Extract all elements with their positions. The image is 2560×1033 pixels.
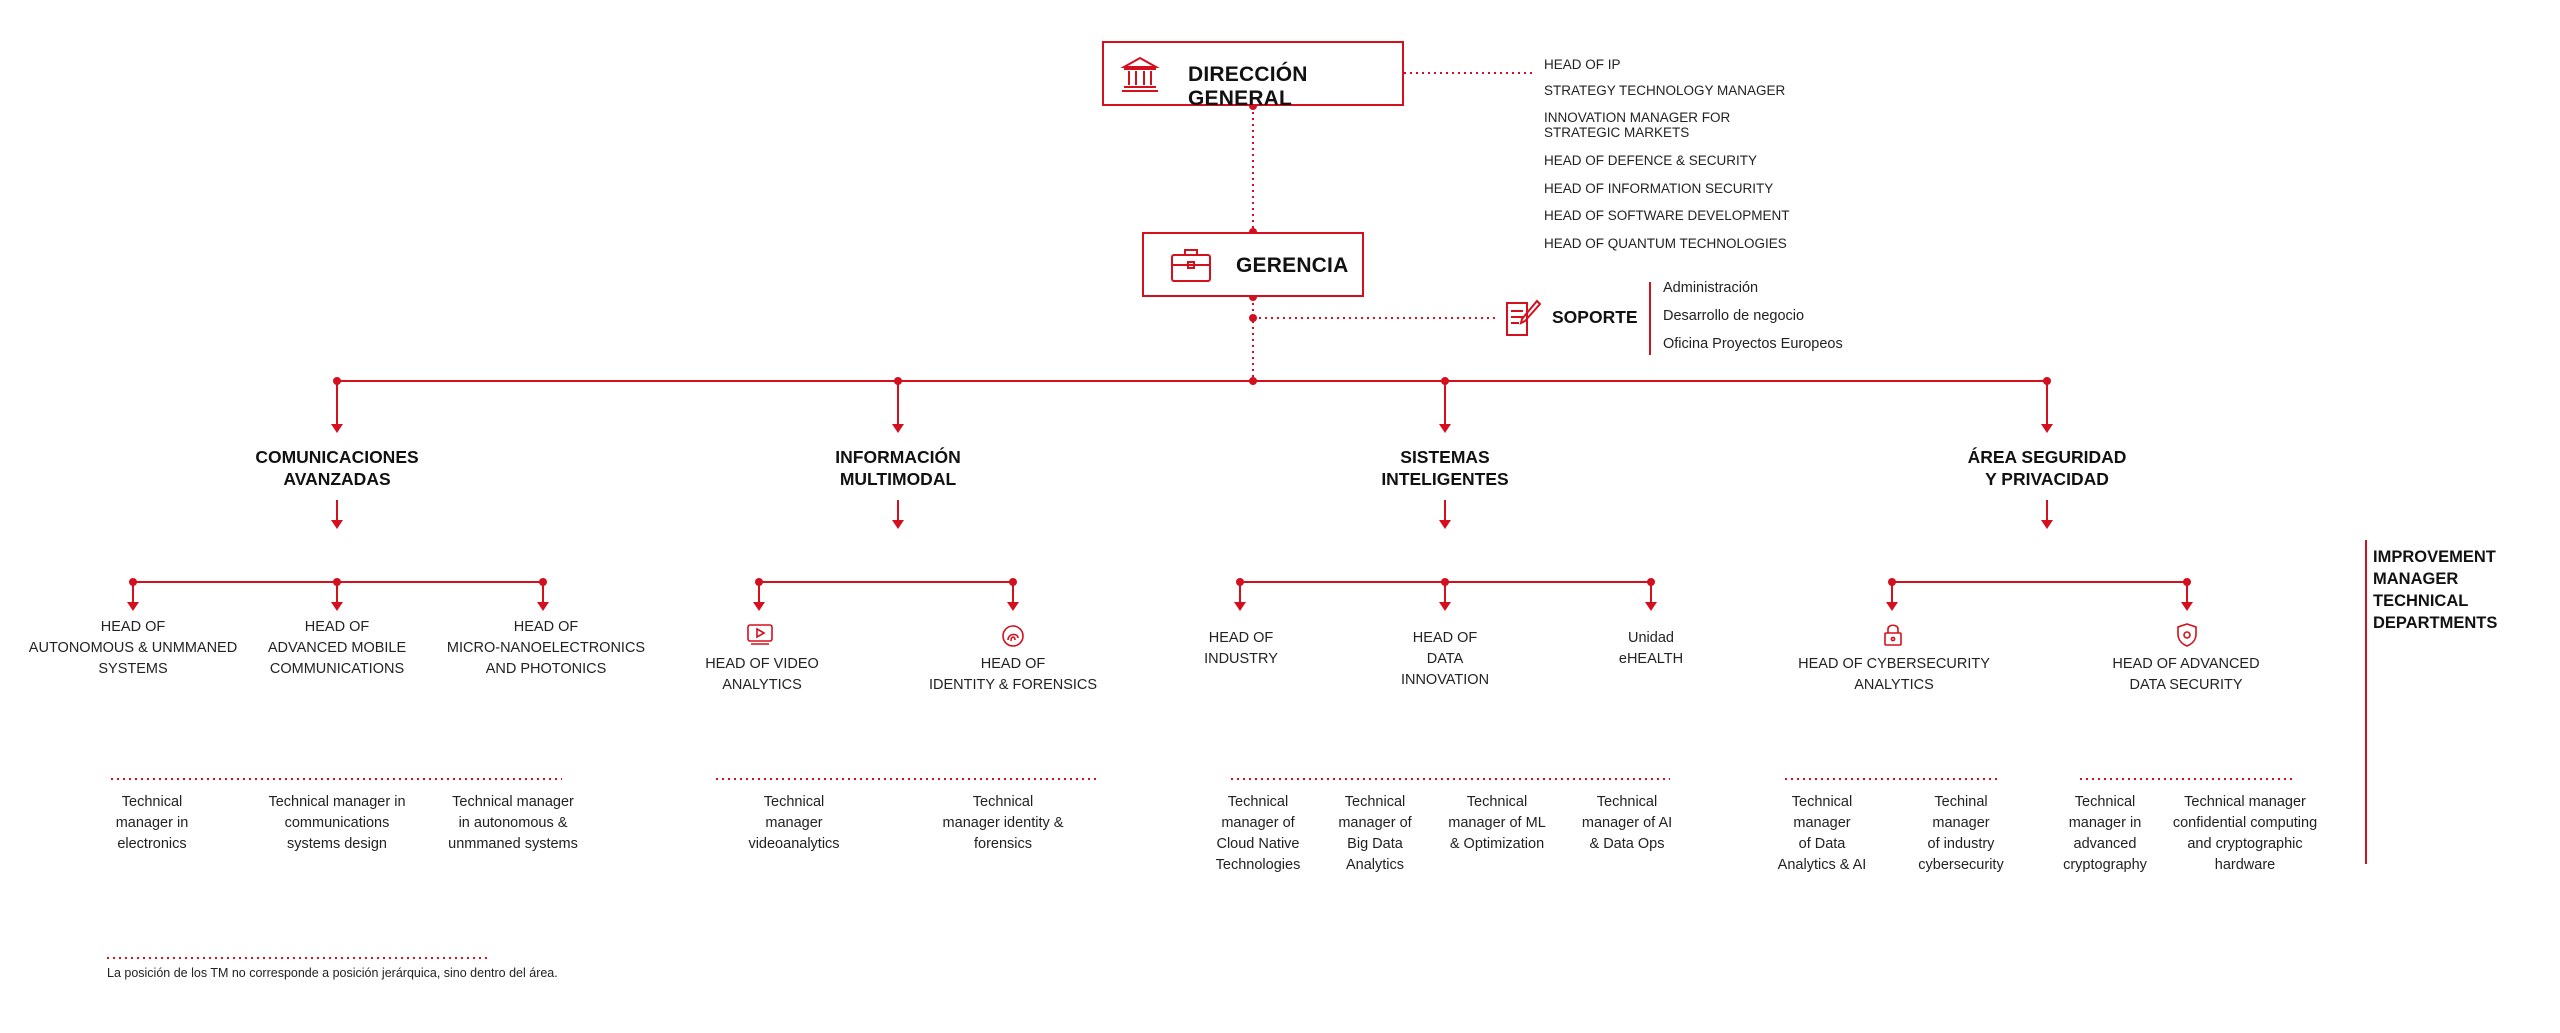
footnote: La posición de los TM no corresponde a p… [107,966,558,980]
tm-data-analytics-ai: Technical manager of Data Analytics & AI [1777,794,1867,873]
head-data-innovation: HEAD OF DATA INNOVATION [1400,630,1490,688]
gerencia-box: GERENCIA [1142,232,1364,297]
report-item: HEAD OF DEFENCE & SECURITY [1544,153,1758,168]
area-sistemas-title: SISTEMAS INTELIGENTES [1381,447,1509,489]
improvement-manager-label: IMPROVEMENT MANAGER TECHNICAL DEPARTMENT… [2373,548,2498,632]
head-industry: HEAD OF INDUSTRY [1204,630,1278,667]
shield-icon [2176,622,2198,653]
tm-ml-optimization: Technical manager of ML & Optimization [1448,794,1546,852]
gerencia-title: GERENCIA [1236,254,1349,277]
tm-big-data: Technical manager of Big Data Analytics [1338,794,1412,873]
area-comunicaciones-title: COMUNICACIONES AVANZADAS [255,447,419,489]
area-informacion-title: INFORMACIÓN MULTIMODAL [835,447,961,489]
head-identity-forensics: HEAD OF IDENTITY & FORENSICS [928,656,1098,693]
tm-identity-forensics: Technical manager identity & forensics [942,794,1064,852]
head-advanced-mobile: HEAD OF ADVANCED MOBILE COMMUNICATIONS [267,619,407,677]
document-pen-icon [1503,297,1542,344]
report-item: HEAD OF IP [1544,57,1621,72]
tm-ai-data-ops: Technical manager of AI & Data Ops [1581,794,1673,852]
direccion-general-box: DIRECCIÓN GENERAL [1102,41,1404,110]
soporte-item: Desarrollo de negocio [1663,308,1805,324]
fingerprint-icon [1001,624,1025,653]
tm-industry-cybersecurity: Techinal manager of industry cybersecuri… [1918,794,2004,873]
head-advanced-data-security: HEAD OF ADVANCED DATA SECURITY [2112,656,2260,693]
head-cybersecurity-analytics: HEAD OF CYBERSECURITY ANALYTICS [1798,656,1990,693]
direccion-general-title: DIRECCIÓN GENERAL [1188,63,1308,110]
tm-advanced-cryptography: Technical manager in advanced cryptograp… [2063,794,2147,873]
report-item: HEAD OF SOFTWARE DEVELOPMENT [1544,208,1790,223]
report-item: STRATEGY TECHNOLOGY MANAGER [1544,83,1786,98]
video-play-icon [747,624,773,651]
soporte-item: Administración [1663,280,1759,296]
tm-confidential-computing: Technical manager confidential computing… [2172,794,2318,873]
head-video-analytics: HEAD OF VIDEO ANALYTICS [705,656,819,693]
briefcase-icon [1170,246,1212,289]
tm-electronics: Technical manager in electronics [115,794,189,852]
lock-icon [1883,623,1903,652]
soporte-title: SOPORTE [1552,307,1638,327]
tm-communications-design: Technical manager in communications syst… [268,794,406,852]
tm-autonomous-systems: Technical manager in autonomous & unmman… [448,794,578,852]
area-seguridad-title: ÁREA SEGURIDAD Y PRIVACIDAD [1967,447,2127,489]
head-autonomous: HEAD OF AUTONOMOUS & UNMMANED SYSTEMS [28,619,238,677]
report-item: STRATEGIC MARKETS [1544,125,1690,140]
tm-cloud-native: Technical manager of Cloud Native Techno… [1215,794,1301,873]
unidad-ehealth: Unidad eHEALTH [1618,630,1684,667]
report-item: HEAD OF QUANTUM TECHNOLOGIES [1544,236,1787,251]
report-item: HEAD OF INFORMATION SECURITY [1544,181,1774,196]
tm-videoanalytics: Technical manager videoanalytics [748,794,840,852]
soporte-item: Oficina Proyectos Europeos [1663,336,1843,352]
head-micro-nano: HEAD OF MICRO-NANOELECTRONICS AND PHOTON… [446,619,646,677]
report-item: INNOVATION MANAGER FOR [1544,110,1731,125]
bank-building-icon [1120,54,1160,99]
